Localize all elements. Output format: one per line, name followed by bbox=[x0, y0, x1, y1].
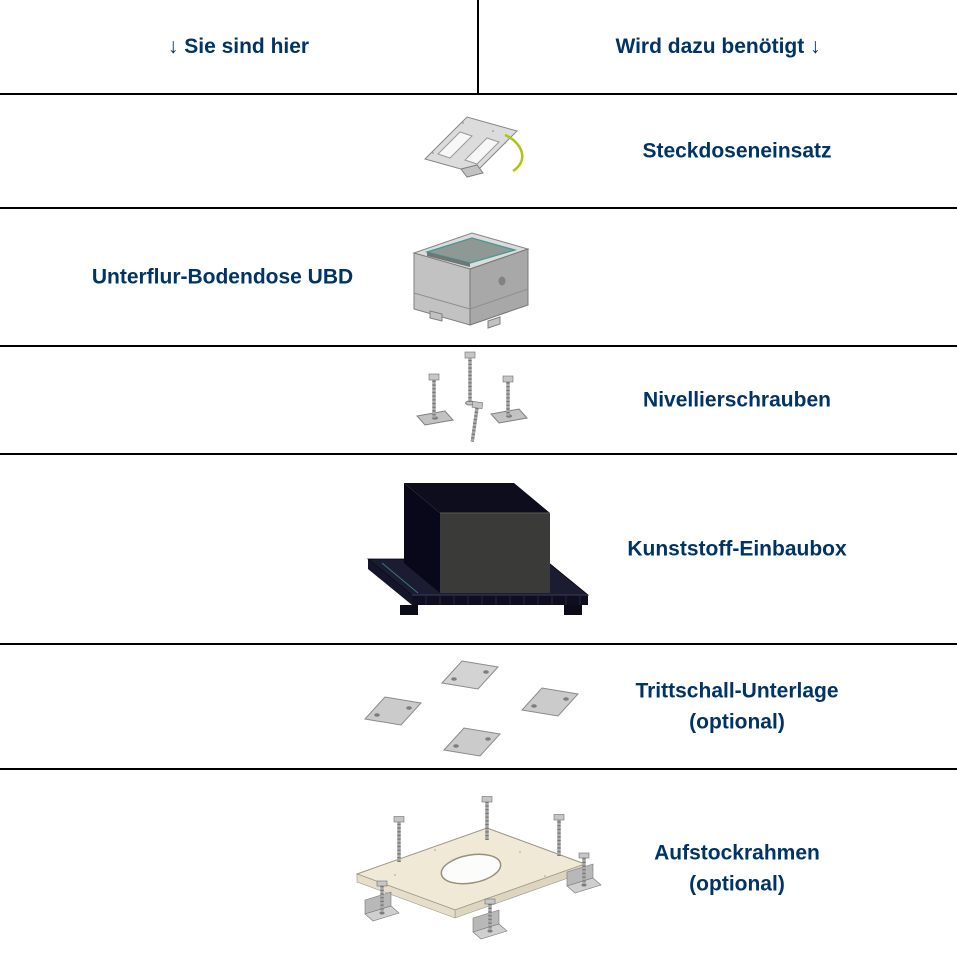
row-unterflur-bodendose-ubd: Unterflur-Bodendose UBD bbox=[0, 209, 957, 347]
header-column-divider bbox=[477, 0, 479, 93]
label-text: Trittschall-Unterlage bbox=[635, 679, 839, 702]
trittschall-unterlage-image[interactable] bbox=[355, 651, 585, 763]
header-left-label: ↓ Sie sind hier bbox=[167, 34, 310, 58]
label-text: Unterflur-Bodendose UBD bbox=[91, 265, 354, 289]
header-row: ↓ Sie sind hier Wird dazu benötigt ↓ bbox=[0, 0, 957, 95]
unterflur-bodendose-ubd-image bbox=[412, 232, 530, 329]
row-nivellierschrauben: Nivellierschrauben bbox=[0, 347, 957, 455]
steckdoseneinsatz-label[interactable]: Steckdoseneinsatz bbox=[527, 135, 947, 167]
kunststoff-einbaubox-label[interactable]: Kunststoff-Einbaubox bbox=[527, 533, 947, 565]
label-subtext: (optional) bbox=[689, 710, 785, 734]
label-subtext: (optional) bbox=[689, 872, 785, 896]
row-steckdoseneinsatz: Steckdoseneinsatz bbox=[0, 95, 957, 209]
header-right-label: Wird dazu benötigt ↓ bbox=[615, 34, 821, 58]
header-left-cell: ↓ Sie sind hier bbox=[0, 0, 477, 93]
kunststoff-einbaubox-image[interactable] bbox=[346, 469, 594, 629]
label-text: Nivellierschrauben bbox=[643, 388, 831, 412]
nivellierschrauben-label[interactable]: Nivellierschrauben bbox=[527, 384, 947, 416]
row-aufstockrahmen: Aufstockrahmen (optional) bbox=[0, 770, 957, 967]
row-kunststoff-einbaubox: Kunststoff-Einbaubox bbox=[0, 455, 957, 645]
aufstockrahmen-label[interactable]: Aufstockrahmen (optional) bbox=[527, 837, 947, 900]
label-text: Kunststoff-Einbaubox bbox=[627, 537, 847, 561]
row-trittschall-unterlage: Trittschall-Unterlage (optional) bbox=[0, 645, 957, 770]
aufstockrahmen-image[interactable] bbox=[335, 780, 605, 958]
steckdoseneinsatz-image[interactable] bbox=[405, 105, 535, 197]
trittschall-unterlage-label[interactable]: Trittschall-Unterlage (optional) bbox=[527, 675, 947, 738]
nivellierschrauben-image[interactable] bbox=[405, 350, 535, 450]
unterflur-bodendose-ubd-label: Unterflur-Bodendose UBD bbox=[10, 261, 435, 293]
label-text: Aufstockrahmen bbox=[654, 841, 820, 864]
header-right-cell: Wird dazu benötigt ↓ bbox=[479, 0, 957, 93]
label-text: Steckdoseneinsatz bbox=[642, 139, 832, 163]
